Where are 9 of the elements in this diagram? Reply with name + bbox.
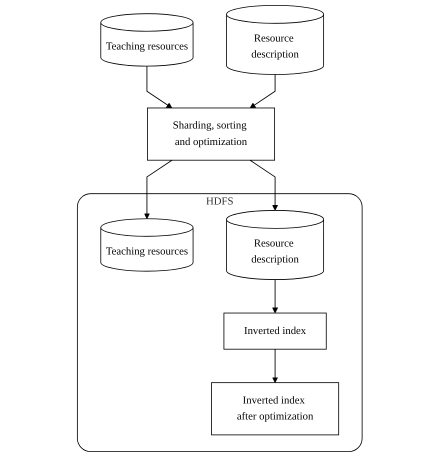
arrow (146, 66, 172, 108)
arrow (272, 348, 278, 383)
arrow (272, 279, 278, 314)
arrow (250, 74, 276, 108)
arrow (249, 160, 278, 211)
arrow (144, 160, 172, 220)
node-box: Sharding, sorting and optimization (146, 108, 275, 161)
node-box: Inverted index (223, 312, 326, 350)
node-box: Inverted index after optimization (210, 382, 339, 436)
